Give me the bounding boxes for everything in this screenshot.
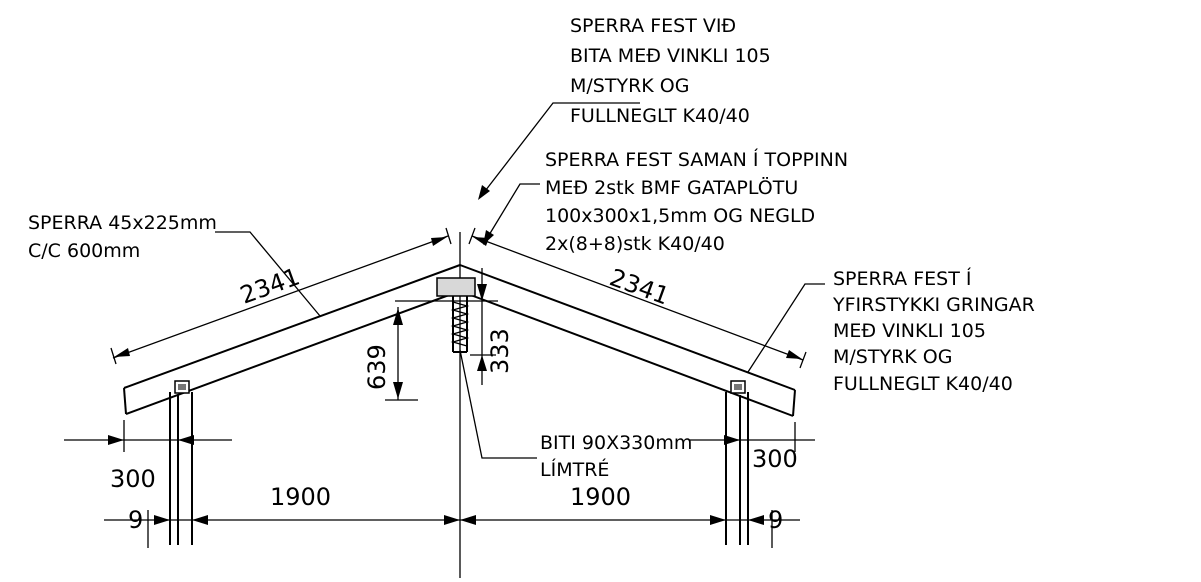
beam-drop-dimension-line: [470, 268, 496, 385]
leader-rafter-to-header: [747, 283, 825, 373]
ridge-plate: [436, 277, 476, 297]
note-line: BITA MEÐ VINKLI 105: [570, 45, 771, 67]
left-overhang-label: 300: [110, 465, 156, 493]
note-line: SPERRA FEST SAMAN Í TOPPINN: [545, 148, 848, 171]
leader-rafter-to-beam: [478, 102, 640, 200]
note-line: M/STYRK OG: [833, 346, 952, 368]
right-rafter: [459, 264, 796, 417]
left-span-label: 1900: [270, 483, 331, 511]
right-overhang-label: 300: [752, 445, 798, 473]
left-rafter-dimension-line: [110, 227, 452, 365]
note-ridge-joint: SPERRA FEST SAMAN Í TOPPINN MEÐ 2stk BMF…: [545, 148, 854, 255]
note-line: C/C 600mm: [28, 240, 140, 262]
note-line: SPERRA FEST VIÐ: [570, 15, 736, 37]
note-line: FULLNEGLT K40/40: [570, 105, 750, 127]
note-line: YFIRSTYKKI GRINGAR: [832, 294, 1035, 316]
right-post-offset-label: 9: [768, 506, 783, 534]
note-line: SPERRA FEST Í: [833, 267, 972, 290]
note-line: BITI 90X330mm: [540, 432, 692, 454]
note-line: M/STYRK OG: [570, 75, 689, 97]
right-rafter-length-label: 2341: [606, 263, 673, 310]
leader-ridge-joint: [483, 183, 540, 245]
note-line: LÍMTRÉ: [540, 458, 609, 481]
glulam-beam: [450, 296, 470, 353]
rise-dimension-line: [385, 307, 418, 401]
note-line: MEÐ VINKLI 105: [833, 320, 986, 342]
note-rafter-spec: SPERRA 45x225mm C/C 600mm: [28, 212, 223, 262]
left-overhang-dimension-line: [64, 420, 232, 452]
right-span-label: 1900: [570, 483, 631, 511]
note-rafter-to-header: SPERRA FEST Í YFIRSTYKKI GRINGAR MEÐ VIN…: [832, 267, 1041, 395]
note-beam: BITI 90X330mm LÍMTRÉ: [540, 432, 698, 481]
note-line: SPERRA 45x225mm: [28, 212, 217, 234]
leader-rafter-spec: [215, 231, 321, 317]
note-rafter-to-beam: SPERRA FEST VIÐ BITA MEÐ VINKLI 105 M/ST…: [570, 15, 777, 127]
span-dimension-line: [104, 510, 800, 548]
rise-label: 639: [363, 344, 391, 390]
left-post-offset-label: 9: [128, 506, 143, 534]
beam-drop-label: 333: [486, 328, 514, 374]
note-line: FULLNEGLT K40/40: [833, 373, 1013, 395]
note-line: 100x300x1,5mm OG NEGLD: [545, 205, 815, 227]
note-line: MEÐ 2stk BMF GATAPLÖTU: [545, 176, 798, 199]
note-line: 2x(8+8)stk K40/40: [545, 233, 725, 255]
right-overhang-dimension-line: [690, 422, 815, 452]
leader-beam: [459, 349, 537, 459]
left-rafter-length-label: 2341: [236, 262, 303, 309]
